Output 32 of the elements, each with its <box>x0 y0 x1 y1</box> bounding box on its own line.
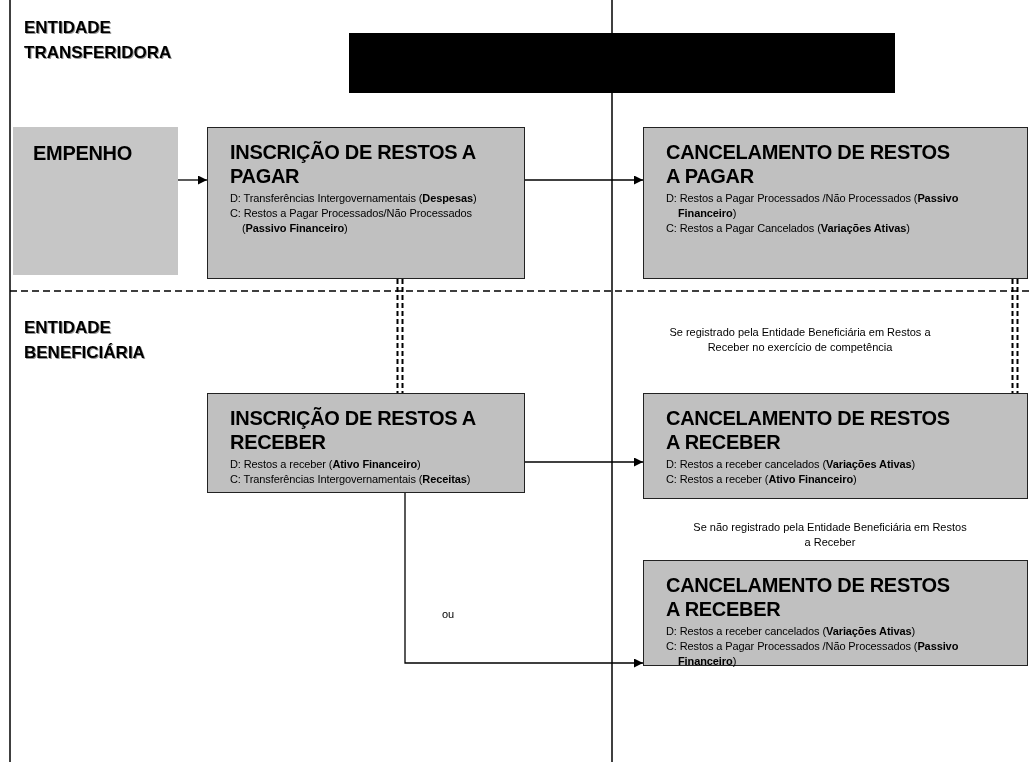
process-box <box>207 127 525 279</box>
process-box <box>643 560 1028 666</box>
process-box <box>207 393 525 493</box>
entry-text: D: Restos a receber cancelados (Variações Ativas) <box>666 624 916 639</box>
entry-text: C: Restos a receber (Ativo Financeiro) <box>666 472 857 487</box>
entry-text: D: Transferências Intergovernamentais (Despesas) <box>230 191 477 206</box>
dashed-connector <box>396 278 404 394</box>
section-title: ENTIDADE BENEFICIÁRIA <box>24 317 146 364</box>
condition-note: Se registrado pela Entidade Beneficiária em Restos a Receber no exercício de competência <box>668 325 932 355</box>
arrow <box>524 175 644 185</box>
entry-text: C: Restos a Pagar Processados/Não Processados (Passivo Financeiro) <box>230 206 473 236</box>
process-box <box>643 127 1028 279</box>
process-box <box>643 393 1028 499</box>
arrow <box>524 457 644 467</box>
entry-text: C: Transferências Intergovernamentais (Receitas) <box>230 472 471 487</box>
arrow <box>404 492 644 668</box>
box-heading: CANCELAMENTO DE RESTOS A RECEBER <box>666 573 951 621</box>
entry-text: D: Restos a Pagar Processados /Não Processados (Passivo Financeiro) <box>666 191 960 221</box>
box-heading: EMPENHO <box>33 141 133 165</box>
box-heading: CANCELAMENTO DE RESTOS A RECEBER <box>666 406 951 454</box>
stage-box <box>13 127 178 275</box>
dashed-connector <box>1011 278 1019 394</box>
section-title: ENTIDADE TRANSFERIDORA <box>24 17 173 64</box>
entry-text: D: Restos a receber cancelados (Variações Ativas) <box>666 457 916 472</box>
box-heading: INSCRIÇÃO DE RESTOS A PAGAR <box>230 140 477 188</box>
box-heading: CANCELAMENTO DE RESTOS A PAGAR <box>666 140 951 188</box>
entry-text: C: Restos a Pagar Processados /Não Processados (Passivo Financeiro) <box>666 639 960 669</box>
entry-text: D: Restos a receber (Ativo Financeiro) <box>230 457 421 472</box>
box-heading: INSCRIÇÃO DE RESTOS A RECEBER <box>230 406 477 454</box>
arrow <box>177 175 208 185</box>
entry-text: C: Restos a Pagar Cancelados (Variações Ativas) <box>666 221 910 236</box>
condition-note: Se não registrado pela Entidade Beneficiária em Restos a Receber <box>692 520 968 550</box>
